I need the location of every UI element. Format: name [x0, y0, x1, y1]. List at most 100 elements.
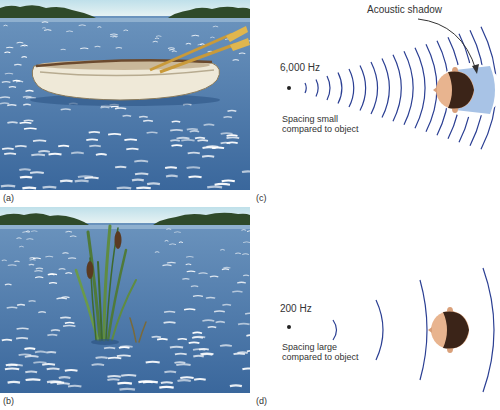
sparkle: [237, 282, 246, 284]
sparkle: [188, 152, 200, 155]
sparkle: [210, 37, 214, 39]
sparkle: [175, 361, 186, 364]
sparkle: [5, 51, 11, 53]
sparkle: [68, 385, 81, 388]
oar: [150, 34, 232, 70]
sparkle: [24, 119, 34, 121]
sparkle: [61, 108, 71, 110]
sparkle: [47, 368, 60, 371]
sparkle: [139, 116, 148, 118]
sparkle: [7, 104, 16, 106]
sparkle: [5, 283, 12, 285]
callout-label: Acoustic shadow: [367, 4, 442, 16]
sparkle: [5, 367, 19, 370]
reed: [98, 262, 102, 340]
sparkle: [222, 268, 229, 270]
sparkle: [136, 186, 151, 189]
sparkle: [238, 323, 250, 325]
sparkle: [35, 276, 43, 278]
sparkle: [60, 180, 73, 183]
sparkle: [192, 336, 203, 338]
sparkle: [23, 104, 31, 106]
sparkle: [189, 342, 200, 345]
sparkle: [155, 37, 159, 39]
sparkle: [26, 378, 41, 381]
frequency-label: 6,000 Hz: [280, 62, 320, 74]
sparkle: [170, 129, 183, 131]
sparkle: [96, 153, 107, 156]
sparkle: [203, 146, 216, 149]
sparkle: [110, 35, 117, 37]
hair: [448, 71, 474, 108]
sparkle: [116, 47, 122, 49]
sparkle: [186, 256, 193, 258]
sparkle: [1, 185, 15, 188]
wavefront: [316, 80, 318, 97]
note-text: Spacing large compared to object: [282, 342, 370, 363]
nose: [433, 87, 437, 93]
sparkle: [44, 29, 51, 31]
sparkle: [8, 381, 20, 384]
sparkle: [192, 35, 200, 37]
sparkle: [169, 243, 176, 245]
sparkle: [159, 386, 173, 389]
sparkle: [15, 145, 27, 148]
wavefront: [426, 44, 437, 131]
sparkle: [46, 351, 56, 354]
sparkle: [86, 139, 98, 142]
sparkle: [2, 260, 7, 262]
sparkle: [79, 24, 86, 26]
water-sparkles: [2, 229, 250, 390]
sparkle: [241, 229, 246, 231]
sparkle: [2, 339, 12, 342]
sparkle: [222, 304, 231, 306]
reed: [130, 318, 136, 342]
water-sparkles: [0, 22, 250, 189]
sparkle: [186, 43, 191, 45]
sparkle: [108, 133, 121, 135]
sparkle: [65, 272, 72, 274]
sparkle: [156, 35, 161, 37]
treeline: [0, 213, 92, 227]
reeds: [76, 226, 146, 342]
sparkle: [143, 120, 153, 122]
sparkle: [174, 231, 181, 233]
wavefront: [420, 280, 427, 380]
sparkle: [230, 384, 242, 387]
sparkle: [121, 374, 136, 377]
sparkle: [42, 27, 46, 29]
sparkle: [242, 367, 250, 370]
sparkle: [71, 152, 84, 155]
sparkle: [214, 310, 225, 312]
wavefront: [393, 55, 401, 121]
sparkle: [6, 364, 18, 367]
sparkle: [22, 56, 27, 58]
sparkle: [187, 270, 196, 272]
wavefront: [327, 76, 330, 100]
sparkle: [26, 90, 34, 92]
sparkle: [38, 311, 46, 313]
sparkle: [163, 264, 172, 266]
sparkle: [42, 363, 55, 366]
sparkle: [120, 388, 136, 391]
sparkle: [65, 322, 75, 324]
wavefront: [481, 27, 496, 150]
frequency-label: 200 Hz: [280, 303, 312, 315]
sparkle: [134, 160, 148, 163]
sparkle: [2, 147, 14, 150]
sparkle: [227, 141, 238, 144]
wavefront: [376, 300, 383, 360]
wavefront: [404, 51, 413, 124]
sparkle: [165, 240, 169, 242]
reed: [88, 232, 100, 340]
sparkle: [13, 80, 21, 82]
sparkle: [59, 268, 66, 270]
sparkle: [170, 139, 179, 142]
sparkle: [135, 172, 148, 175]
water: [0, 207, 250, 393]
sparkle: [35, 351, 46, 354]
wavefront: [483, 268, 494, 392]
sparkle: [92, 363, 105, 366]
sparkle: [24, 127, 37, 129]
